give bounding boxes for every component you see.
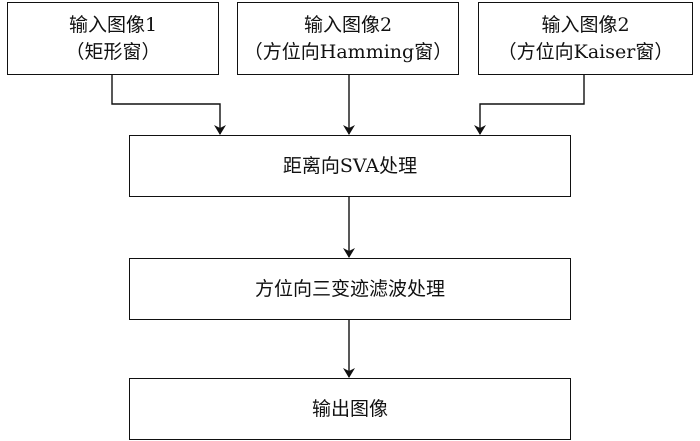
range-sva-label: 距离向SVA处理 [282, 154, 418, 177]
input-image-1-title: 输入图像1 [68, 13, 158, 36]
input-image-2-hamming-box: 输入图像2 （方位向Hamming窗） [237, 2, 459, 75]
azimuth-triple-apodization-box: 方位向三变迹滤波处理 [129, 258, 571, 320]
input-image-2-kaiser-box: 输入图像2 （方位向Kaiser窗） [478, 2, 693, 75]
arrow-input1-to-range-sva [111, 75, 226, 135]
output-image-box: 输出图像 [129, 378, 571, 440]
input-image-1-box: 输入图像1 （矩形窗） [7, 2, 219, 75]
arrow-input3-to-range-sva [474, 75, 585, 135]
input-image-2-hamming-title: 输入图像2 [303, 13, 393, 36]
azimuth-triple-apodization-label: 方位向三变迹滤波处理 [254, 277, 445, 300]
range-sva-box: 距离向SVA处理 [129, 135, 571, 197]
input-image-2-kaiser-window: （方位向Kaiser窗） [497, 40, 674, 63]
input-image-2-kaiser-title: 输入图像2 [541, 13, 630, 36]
input-image-2-hamming-window: （方位向Hamming窗） [243, 40, 453, 63]
output-image-label: 输出图像 [311, 397, 388, 420]
input-image-1-window: （矩形窗） [65, 40, 161, 63]
